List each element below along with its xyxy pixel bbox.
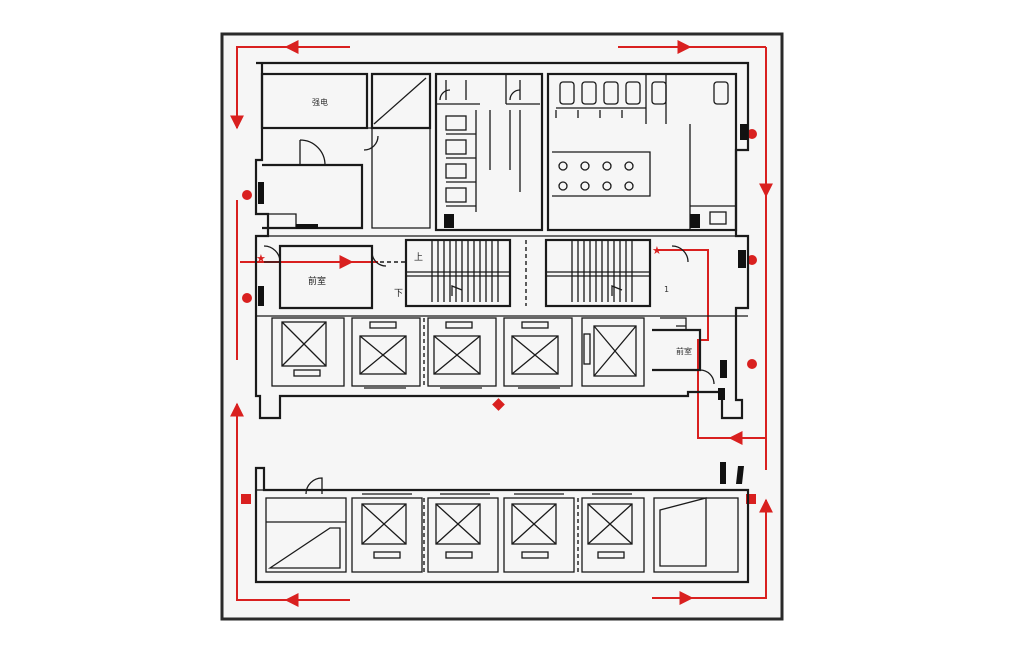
sink-icons <box>558 161 634 191</box>
electrical-room-label: 强电 <box>312 97 328 107</box>
elevator-cross-box-icon <box>361 503 407 545</box>
elevator-cross-box-icon <box>359 335 407 375</box>
route-right-stair <box>656 249 740 439</box>
restroom-right <box>546 72 738 232</box>
elevator-cross-box-icon <box>281 321 327 367</box>
hydrant-circle-icon <box>747 255 757 265</box>
exit-square-icon <box>746 494 756 504</box>
toilet-icon <box>445 115 467 203</box>
evacuation-routes <box>230 40 773 607</box>
restroom-middle <box>434 72 544 232</box>
lobby-left-label: 前室 <box>308 275 326 287</box>
hydrant-circle-icon <box>242 190 252 200</box>
route-left-lower <box>236 404 286 601</box>
firefighting-star-icon: ★ <box>652 244 662 257</box>
lower-block <box>254 462 750 584</box>
elevator-cross-box-icon <box>593 325 637 377</box>
route-right-corner <box>692 520 767 599</box>
stair-right-one: 1 <box>664 285 669 294</box>
stair-up-label: 上 <box>414 252 423 263</box>
elevator-cross-box-icon <box>435 503 481 545</box>
stair-down-label: 下 <box>394 289 403 299</box>
route-markers: ★ ★ <box>241 129 757 504</box>
electrical-room <box>260 72 369 130</box>
elevator-row-upper <box>271 317 645 389</box>
elevator-cross-box-icon <box>587 503 633 545</box>
position-diamond-icon <box>492 398 505 411</box>
hydrant-circle-icon <box>747 129 757 139</box>
toilet-icon <box>559 81 729 105</box>
lobby-right-label: 前室 <box>676 346 692 356</box>
firefighting-star-icon: ★ <box>256 252 266 265</box>
elevator-cross-box-icon <box>511 335 559 375</box>
elevator-cross-box-icon <box>433 335 481 375</box>
plan-board <box>220 32 784 621</box>
elevator-cross-box-icon <box>511 503 557 545</box>
hydrant-circle-icon <box>242 293 252 303</box>
hydrant-circle-icon <box>747 359 757 369</box>
exit-square-icon <box>241 494 251 504</box>
upper-block: 强电 <box>254 61 750 420</box>
